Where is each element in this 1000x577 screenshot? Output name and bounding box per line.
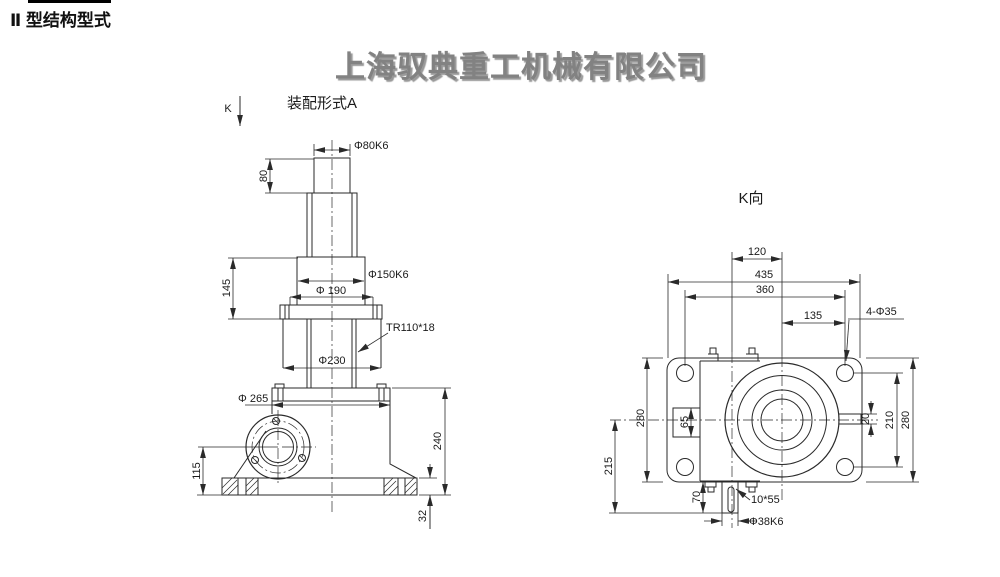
worm-bearing-boss: [245, 410, 316, 486]
dim-label: 280: [900, 411, 912, 429]
dim-label: Φ150K6: [368, 269, 409, 281]
dim-label: 360: [756, 284, 774, 296]
dim-label: TR110*18: [386, 322, 435, 334]
dim-worm-shaft-key: 20: [860, 401, 874, 437]
front-view: K 装配形式A Φ80K6: [191, 95, 451, 529]
dim-label: 80: [258, 170, 270, 182]
gearbox-body-outline: [672, 347, 862, 514]
base-section-hatching: [221, 477, 418, 496]
corner-hole: [836, 458, 854, 476]
dim-label: 435: [755, 269, 773, 281]
dim-top-shaft-dia: Φ80K6: [314, 140, 388, 153]
keyway-slot: [727, 486, 735, 513]
dim-label: 32: [417, 510, 429, 522]
dim-shaft-length: 70: [691, 482, 706, 513]
dim-boss-dia: Φ 190: [290, 285, 373, 300]
label-screw-thread: TR110*18: [357, 322, 435, 353]
dim-center-offset: 120: [732, 246, 782, 262]
dim-flange-height-left: 280: [635, 358, 650, 482]
front-extension-lines: [197, 144, 451, 529]
dim-center-to-bottom: 215: [603, 420, 618, 513]
top-edge-artifact: [28, 0, 111, 3]
corner-hole: [836, 364, 854, 382]
dim-label: 240: [432, 432, 444, 450]
k-view-centerlines: [610, 352, 878, 528]
dim-section-height: 145: [221, 258, 236, 319]
dim-label: 210: [884, 411, 896, 429]
front-view-title: 装配形式A: [287, 95, 357, 112]
dim-label: 10*55: [751, 494, 780, 506]
corner-hole: [676, 458, 694, 476]
dim-label: 70: [691, 491, 703, 503]
dim-label: 120: [748, 246, 766, 258]
corner-hole: [676, 364, 694, 382]
dim-spindle-dia: Φ150K6: [298, 269, 409, 284]
dim-label: Φ80K6: [354, 140, 388, 152]
k-view-title: K向: [738, 190, 763, 207]
label-keyway: 10*55: [735, 488, 780, 506]
dim-label: 280: [635, 409, 647, 427]
dim-label: 20: [860, 413, 872, 425]
mounting-plate: [666, 357, 863, 483]
dim-hole-offset: 135: [782, 310, 845, 326]
dim-top-shaft-length: 80: [258, 159, 273, 193]
dim-label: Φ 265: [238, 393, 268, 405]
dim-base-thickness: 32: [417, 464, 433, 529]
dim-label: 135: [804, 310, 822, 322]
dim-worm-center-height: 115: [191, 447, 206, 495]
dim-tube-dia: Φ230: [283, 355, 381, 371]
view-direction-label: K: [224, 103, 232, 115]
k-view: K向 120 435 360: [603, 190, 919, 528]
dim-total-height: 240: [432, 388, 448, 495]
k-view-extension-lines: [609, 252, 919, 526]
dim-label: Φ38K6: [749, 516, 783, 528]
dim-label: 65: [679, 416, 691, 428]
dim-label: Φ 190: [316, 285, 346, 297]
dim-label: Φ230: [318, 355, 345, 367]
gear-housing-circles: [724, 362, 840, 478]
dim-label: 145: [221, 279, 233, 297]
dim-flange-height-right: 280: [900, 358, 916, 482]
company-watermark: 上海驭典重工机械有限公司: [335, 51, 707, 84]
view-direction-k: K: [224, 96, 243, 126]
dim-shaft-dia: Φ38K6: [704, 516, 783, 528]
dim-label: 115: [191, 462, 203, 480]
boss-bolts: [251, 417, 306, 464]
page-title: Ⅱ 型结构型式: [10, 11, 111, 30]
front-body-outline: [221, 157, 418, 496]
dim-pocket-height: 65: [679, 408, 694, 437]
dim-plate-dia: Φ 265: [238, 393, 390, 408]
dim-bolt-span-height: 210: [884, 373, 900, 467]
dim-overall-width: 435: [668, 269, 860, 285]
label-corner-holes: 4-Φ35: [843, 306, 897, 362]
dim-label: 4-Φ35: [866, 306, 897, 318]
dim-label: 215: [603, 457, 615, 475]
dim-bolt-span-width: 360: [685, 284, 845, 300]
